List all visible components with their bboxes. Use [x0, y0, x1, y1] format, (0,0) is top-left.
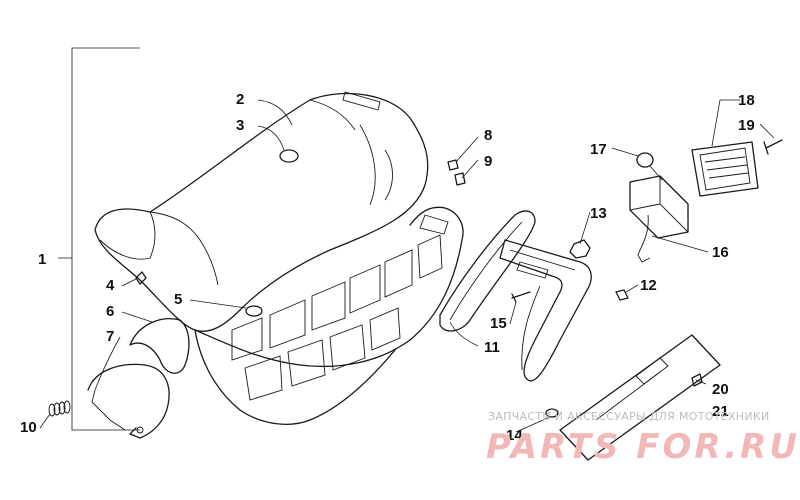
callout-12: 12	[640, 277, 657, 294]
callout-7: 7	[106, 328, 114, 345]
grommet	[279, 149, 299, 163]
seat-base-frame	[194, 206, 464, 425]
callout-15: 15	[490, 315, 507, 332]
callout-3: 3	[236, 117, 244, 134]
taillight-bracket	[499, 239, 592, 382]
callout-19: 19	[738, 117, 755, 134]
grab-handle	[439, 210, 536, 332]
callout-13: 13	[590, 205, 607, 222]
nut-12	[615, 289, 629, 301]
callout-17: 17	[590, 141, 607, 158]
callout-2: 2	[236, 91, 244, 108]
watermark-subtitle: ЗАПЧАСТИ И АКСЕССУАРЫ ДЛЯ МОТОТЕХНИКИ	[488, 410, 770, 423]
retaining-strap	[87, 363, 170, 439]
seat-bumper	[245, 305, 263, 317]
leader-lines	[39, 99, 775, 433]
seat-clip	[135, 271, 147, 285]
callout-1: 1	[38, 251, 46, 268]
license-plate-bracket	[559, 334, 721, 461]
callout-18: 18	[738, 92, 755, 109]
taillight-lens	[691, 141, 759, 197]
callout-6: 6	[106, 303, 114, 320]
washer-14	[545, 408, 559, 418]
callout-20: 20	[712, 381, 729, 398]
callout-labels: 1 2 3 4 5 6 7 8 9 10 11 12 13 14 15 16 1…	[20, 91, 755, 444]
callout-9: 9	[484, 153, 492, 170]
screw-8	[447, 159, 466, 186]
seat-bracket	[129, 318, 190, 374]
callout-10: 10	[20, 419, 37, 436]
taillight-housing	[629, 175, 689, 263]
callout-5: 5	[174, 291, 182, 308]
watermark-brand: PARTS FOR.RU	[486, 427, 800, 467]
spring	[48, 400, 71, 417]
callout-8: 8	[484, 127, 492, 144]
callout-4: 4	[106, 277, 115, 294]
callout-16: 16	[712, 244, 729, 261]
callout-14: 14	[506, 427, 523, 444]
group-bracket	[58, 47, 140, 431]
lens-screw	[763, 139, 783, 155]
callout-11: 11	[484, 339, 500, 356]
lock-nut-13	[569, 239, 591, 259]
screw-15	[511, 291, 531, 303]
seat-cushion	[94, 91, 429, 332]
taillight-bulb	[636, 152, 663, 181]
callout-21: 21	[712, 403, 729, 420]
watermark: ЗАПЧАСТИ И АКСЕССУАРЫ ДЛЯ МОТОТЕХНИКИ PA…	[486, 410, 800, 467]
